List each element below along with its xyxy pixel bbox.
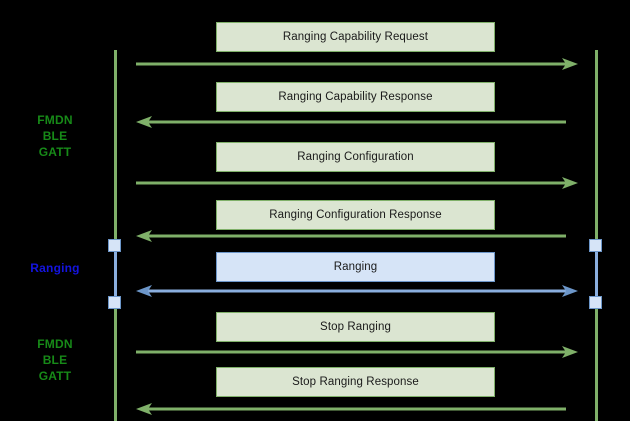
lifeline-right-ranging-segment xyxy=(595,244,598,302)
side-label-fmdn-ble-gatt-bottom: FMDN BLE GATT xyxy=(0,336,110,384)
lifeline-right xyxy=(595,50,598,421)
activation-right-start xyxy=(589,239,602,252)
message-label: Stop Ranging xyxy=(320,321,391,333)
message-box-ranging-capability-request: Ranging Capability Request xyxy=(216,22,495,52)
message-box-stop-ranging-response: Stop Ranging Response xyxy=(216,367,495,397)
message-arrow-ranging-capability-response xyxy=(130,115,570,129)
side-label-line: Ranging xyxy=(30,261,80,275)
lifeline-left-ranging-segment xyxy=(114,244,117,302)
message-arrow-stop-ranging-response xyxy=(130,402,570,416)
side-label-line: BLE xyxy=(42,353,68,367)
message-label: Ranging Capability Request xyxy=(282,31,429,43)
side-label-line: BLE xyxy=(42,129,68,143)
side-label-line: FMDN xyxy=(37,113,73,127)
message-label: Ranging Capability Response xyxy=(278,91,433,103)
message-arrow-ranging-configuration xyxy=(130,176,585,190)
message-label: Ranging Configuration Response xyxy=(269,209,442,221)
side-label-line: FMDN xyxy=(37,337,73,351)
message-box-ranging-capability-response: Ranging Capability Response xyxy=(216,82,495,112)
side-label-line: GATT xyxy=(38,145,72,159)
message-label: Ranging Configuration xyxy=(297,151,414,163)
message-label: Ranging xyxy=(333,261,378,273)
activation-right-end xyxy=(589,296,602,309)
activation-left-end xyxy=(108,296,121,309)
activation-left-start xyxy=(108,239,121,252)
side-label-fmdn-ble-gatt-top: FMDN BLE GATT xyxy=(0,112,110,160)
message-arrow-ranging-capability-request xyxy=(130,57,585,71)
side-label-line: GATT xyxy=(38,369,72,383)
lifeline-left xyxy=(114,50,117,421)
message-box-ranging-configuration: Ranging Configuration xyxy=(216,142,495,172)
message-box-stop-ranging: Stop Ranging xyxy=(216,312,495,342)
message-box-ranging: Ranging xyxy=(216,252,495,282)
message-arrow-stop-ranging xyxy=(130,345,585,359)
message-arrow-ranging-bidirectional xyxy=(130,284,585,298)
message-box-ranging-configuration-response: Ranging Configuration Response xyxy=(216,200,495,230)
message-arrow-ranging-configuration-response xyxy=(130,229,570,243)
message-label: Stop Ranging Response xyxy=(292,376,419,388)
side-label-ranging: Ranging xyxy=(0,260,110,276)
